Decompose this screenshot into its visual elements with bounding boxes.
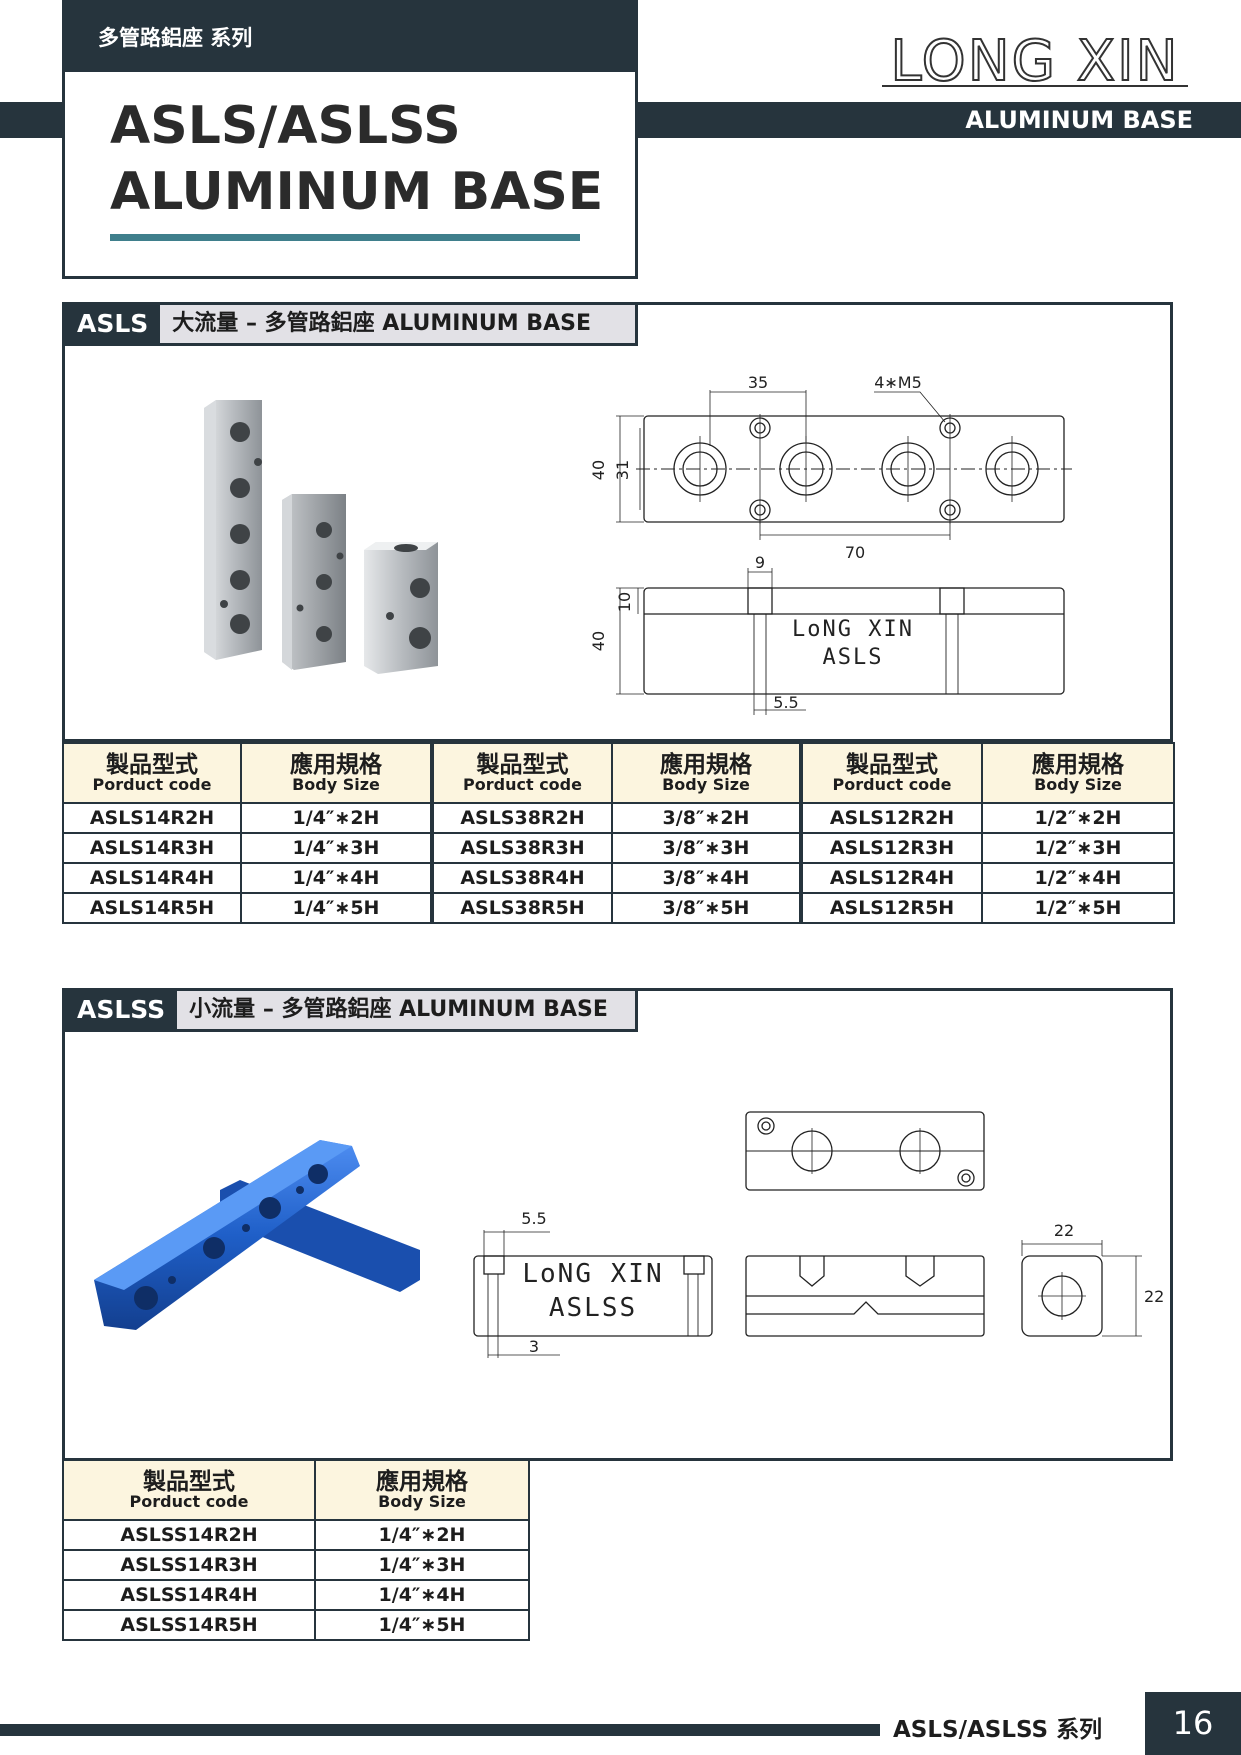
aslss-technical-drawing: 5.5 3 22 22 LoNG XIN ASLSS xyxy=(473,1111,1164,1358)
table-cell: 3/8″∗2H xyxy=(611,802,802,834)
table-cell: 1/4″∗4H xyxy=(240,862,433,894)
dim-3: 3 xyxy=(529,1337,539,1356)
aslss-section-tag: ASLSS 小流量 – 多管路鋁座 ALUMINUM BASE xyxy=(62,988,638,1032)
dim-22-width: 22 xyxy=(1054,1221,1074,1240)
dim-40-side: 40 xyxy=(589,631,608,651)
dim-22-height: 22 xyxy=(1144,1287,1164,1306)
table-cell: ASLS38R2H xyxy=(430,802,613,834)
table-cell: 1/4″∗2H xyxy=(314,1519,530,1551)
dim-35: 35 xyxy=(748,373,768,392)
table-cell: ASLS14R4H xyxy=(62,862,242,894)
table-cell: 1/2″∗3H xyxy=(981,832,1175,864)
table-cell: 1/4″∗5H xyxy=(240,892,433,924)
footer-line xyxy=(0,1724,880,1736)
table-cell: 1/2″∗5H xyxy=(981,892,1175,924)
table-cell: 1/2″∗4H xyxy=(981,862,1175,894)
table-cell: ASLS12R3H xyxy=(799,832,983,864)
asls-technical-drawing: 35 4∗M5 70 40 31 9 40 10 5.5 LoNG XIN AS… xyxy=(589,373,1072,715)
header-band-right: ALUMINUM BASE xyxy=(636,102,1241,138)
engrave-model: ASLSS xyxy=(549,1293,637,1323)
asls-tag-desc: 大流量 – 多管路鋁座 ALUMINUM BASE xyxy=(160,305,635,343)
table-cell: ASLS12R4H xyxy=(799,862,983,894)
dim-31: 31 xyxy=(613,460,632,480)
footer-series: ASLS/ASLSS 系列 xyxy=(893,1717,1103,1743)
title-underline xyxy=(110,234,580,241)
aslss-product-photo xyxy=(94,1140,420,1330)
asls-tag-code: ASLS xyxy=(65,305,161,343)
table-cell: ASLSS14R2H xyxy=(62,1519,316,1551)
dim-5-5: 5.5 xyxy=(773,693,798,712)
table-cell: ASLS38R4H xyxy=(430,862,613,894)
header-band-left xyxy=(0,102,64,138)
table-cell: 1/4″∗3H xyxy=(240,832,433,864)
table-cell: ASLS38R5H xyxy=(430,892,613,924)
aslss-tag-code: ASLSS xyxy=(65,991,178,1029)
table-cell: ASLSS14R4H xyxy=(62,1579,316,1611)
table-cell: ASLS38R3H xyxy=(430,832,613,864)
dim-40-top: 40 xyxy=(589,460,608,480)
page-title-line2: ALUMINUM BASE xyxy=(110,162,604,222)
table-cell: 1/4″∗4H xyxy=(314,1579,530,1611)
dim-4m5: 4∗M5 xyxy=(874,373,922,392)
band-label: ALUMINUM BASE xyxy=(965,106,1193,134)
asls-section-tag: ASLS 大流量 – 多管路鋁座 ALUMINUM BASE xyxy=(62,302,638,346)
table-cell: ASLS14R2H xyxy=(62,802,242,834)
dim-70: 70 xyxy=(845,543,865,562)
page-number: 16 xyxy=(1145,1692,1241,1755)
page-title-line1: ASLS/ASLSS xyxy=(110,96,461,156)
dim-5-5: 5.5 xyxy=(521,1209,546,1228)
title-box: ASLS/ASLSS ALUMINUM BASE xyxy=(62,72,638,279)
table-cell: ASLS12R5H xyxy=(799,892,983,924)
table-cell: ASLSS14R3H xyxy=(62,1549,316,1581)
brand-logo: LONG XIN xyxy=(882,30,1188,88)
dim-10: 10 xyxy=(615,592,634,612)
table-cell: ASLSS14R5H xyxy=(62,1609,316,1641)
dim-9: 9 xyxy=(755,553,765,572)
series-label: 多管路鋁座 系列 xyxy=(98,26,253,50)
table-cell: 1/4″∗3H xyxy=(314,1549,530,1581)
table-cell: 3/8″∗3H xyxy=(611,832,802,864)
table-cell: ASLS14R3H xyxy=(62,832,242,864)
series-label-bar: 多管路鋁座 系列 xyxy=(62,0,638,72)
table-cell: 1/4″∗5H xyxy=(314,1609,530,1641)
table-cell: ASLS12R2H xyxy=(799,802,983,834)
brand-logo-text: LONG XIN xyxy=(890,30,1179,88)
table-cell: 3/8″∗5H xyxy=(611,892,802,924)
table-cell: ASLS14R5H xyxy=(62,892,242,924)
engrave-model: ASLS xyxy=(823,645,884,670)
engrave-brand: LoNG XIN xyxy=(792,617,914,642)
table-cell: 1/2″∗2H xyxy=(981,802,1175,834)
table-cell: 1/4″∗2H xyxy=(240,802,433,834)
engrave-brand: LoNG XIN xyxy=(522,1259,663,1289)
asls-product-photo xyxy=(204,400,438,674)
aslss-tag-desc: 小流量 – 多管路鋁座 ALUMINUM BASE xyxy=(177,991,635,1029)
table-cell: 3/8″∗4H xyxy=(611,862,802,894)
